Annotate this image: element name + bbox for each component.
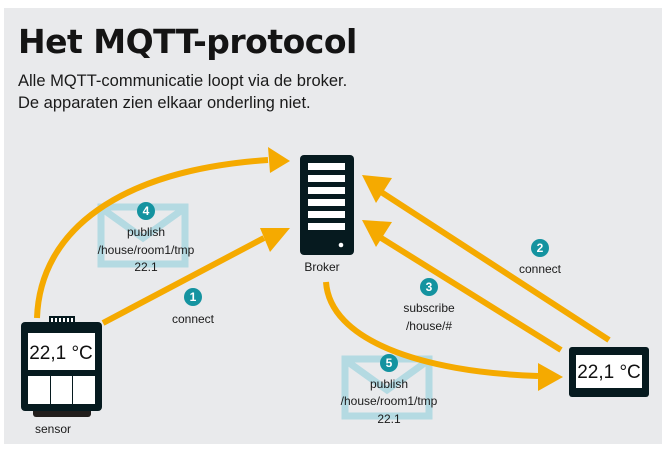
thermostat-icon	[21, 316, 102, 417]
step-text-line-1: subscribe	[403, 301, 455, 315]
arrow-publish-broker-to-display	[323, 281, 539, 379]
step-text: connect	[172, 312, 215, 326]
arrowhead-connect-display	[362, 175, 392, 203]
step-number: 2	[537, 241, 544, 255]
page-title: Het MQTT-protocol	[18, 22, 357, 61]
step-number: 1	[190, 290, 197, 304]
sensor-node[interactable]: 22,1 °C sensor	[21, 316, 102, 436]
arrow-connect-display-to-broker	[376, 187, 611, 343]
arrow-publish-sensor-to-broker	[34, 157, 269, 319]
arrowhead-publish-display	[538, 363, 563, 391]
step-text-line-2: /house/#	[406, 319, 452, 333]
step-text-line-3: 22.1	[377, 412, 401, 426]
step-text: connect	[519, 262, 562, 276]
step-text-line-2: /house/room1/tmp	[341, 394, 438, 408]
display-node[interactable]: 22,1 °C	[569, 347, 649, 397]
arrow-subscribe-display-to-broker	[376, 233, 563, 353]
arrowhead-publish-sensor	[268, 147, 290, 173]
step-number: 5	[386, 356, 393, 370]
subtitle-line-1: Alle MQTT-communicatie loopt via de brok…	[18, 72, 348, 90]
step-5-label: 5 publish /house/room1/tmp 22.1	[341, 354, 438, 426]
arrowhead-connect-sensor	[260, 228, 290, 252]
step-text-line-1: publish	[370, 377, 408, 391]
broker-label: Broker	[304, 260, 339, 274]
step-badge	[531, 239, 549, 257]
step-badge	[184, 288, 202, 306]
sensor-label: sensor	[35, 422, 71, 436]
step-1-label: 1 connect	[172, 288, 215, 326]
step-badge	[137, 202, 155, 220]
step-number: 4	[143, 204, 150, 218]
step-text-line-2: /house/room1/tmp	[98, 243, 195, 257]
display-temperature-readout: 22,1 °C	[577, 362, 641, 383]
step-badge	[380, 354, 398, 372]
step-text-line-1: publish	[127, 225, 165, 239]
step-4-label: 4 publish /house/room1/tmp 22.1	[98, 202, 195, 274]
page-subtitle: Alle MQTT-communicatie loopt via de brok…	[18, 70, 347, 114]
sensor-temperature-readout: 22,1 °C	[29, 343, 93, 364]
step-2-label: 2 connect	[519, 239, 562, 276]
arrowhead-subscribe-display	[362, 220, 392, 247]
broker-node[interactable]: Broker	[300, 155, 354, 274]
step-badge	[420, 278, 438, 296]
step-text-line-3: 22.1	[134, 260, 158, 274]
step-3-label: 3 subscribe /house/#	[403, 278, 455, 333]
step-number: 3	[426, 280, 433, 294]
subtitle-line-2: De apparaten zien elkaar onderling niet.	[18, 94, 311, 112]
arrow-connect-sensor-to-broker	[101, 235, 266, 326]
